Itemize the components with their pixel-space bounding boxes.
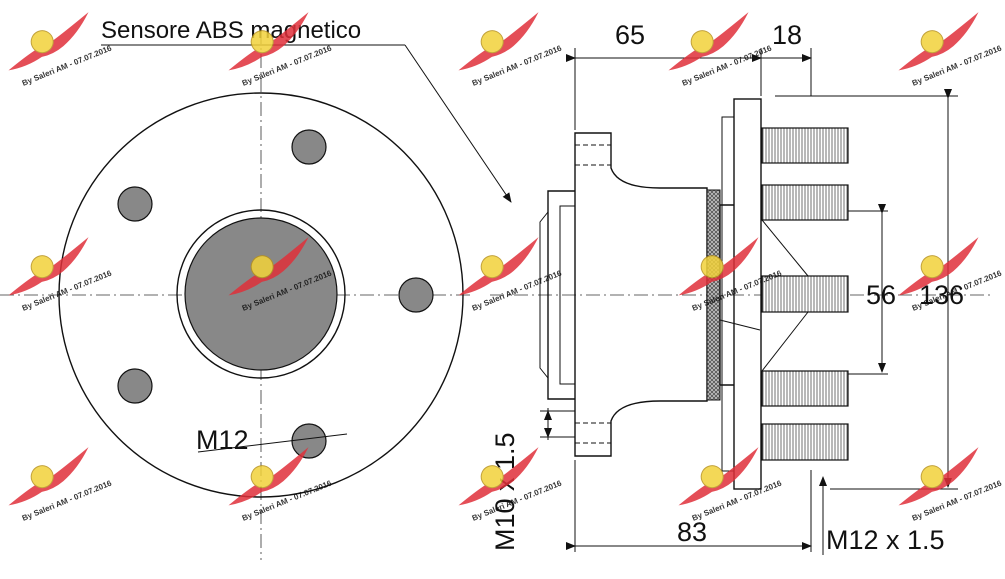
- m12-hole-label: M12: [196, 425, 249, 455]
- watermark-logo: By Saleri AM - 07.07.2016: [8, 12, 113, 88]
- sensor-ring: [547, 190, 575, 400]
- outer-ring-body: [574, 132, 708, 457]
- dim-65: 65: [615, 20, 645, 50]
- wheel-stud: [761, 184, 849, 221]
- watermark-logo: By Saleri AM - 07.07.2016: [8, 237, 113, 313]
- wheel-studs: [761, 127, 849, 461]
- wheel-stud: [761, 423, 849, 461]
- watermark-logo: By Saleri AM - 07.07.2016: [8, 447, 113, 523]
- bolt-hole: [398, 277, 434, 313]
- bolt-hole: [117, 186, 153, 222]
- bolt-hole: [291, 129, 327, 165]
- sensor-leader-arrow: [404, 44, 512, 203]
- sensor-callout: Sensore ABS magnetico: [101, 17, 512, 203]
- dim-18: 18: [772, 20, 802, 50]
- sensor-label: Sensore ABS magnetico: [101, 17, 361, 44]
- hub-flange-outline: [58, 92, 464, 498]
- front-view: M12: [0, 30, 470, 560]
- wheel-stud: [761, 127, 849, 164]
- dimension-lines: [540, 54, 952, 555]
- thread-m10-label: M10 x 1.5: [490, 432, 520, 551]
- watermark-logo: By Saleri AM - 07.07.2016: [898, 447, 1003, 523]
- dim-83: 83: [677, 517, 707, 547]
- bolt-hole: [117, 368, 153, 404]
- watermark-logo: By Saleri AM - 07.07.2016: [668, 12, 773, 88]
- wheel-stud: [761, 275, 849, 313]
- bolt-hole: [291, 423, 327, 459]
- wheel-stud: [761, 370, 849, 407]
- bearing-outer-circle: [176, 209, 346, 379]
- bolt-holes: [117, 129, 434, 459]
- dimension-labels: 65 18 56 136 83 M10 x 1.5 M12 x 1.5: [490, 20, 964, 555]
- watermark-logo: By Saleri AM - 07.07.2016: [458, 12, 563, 88]
- bearing-inner-circle: [184, 217, 338, 371]
- thread-m12-label: M12 x 1.5: [826, 525, 945, 555]
- watermark-logo: By Saleri AM - 07.07.2016: [458, 237, 563, 313]
- dim-56: 56: [866, 280, 896, 310]
- side-view: [490, 48, 990, 552]
- m12-hole-leader: [197, 433, 348, 453]
- watermark-logo: By Saleri AM - 07.07.2016: [898, 12, 1003, 88]
